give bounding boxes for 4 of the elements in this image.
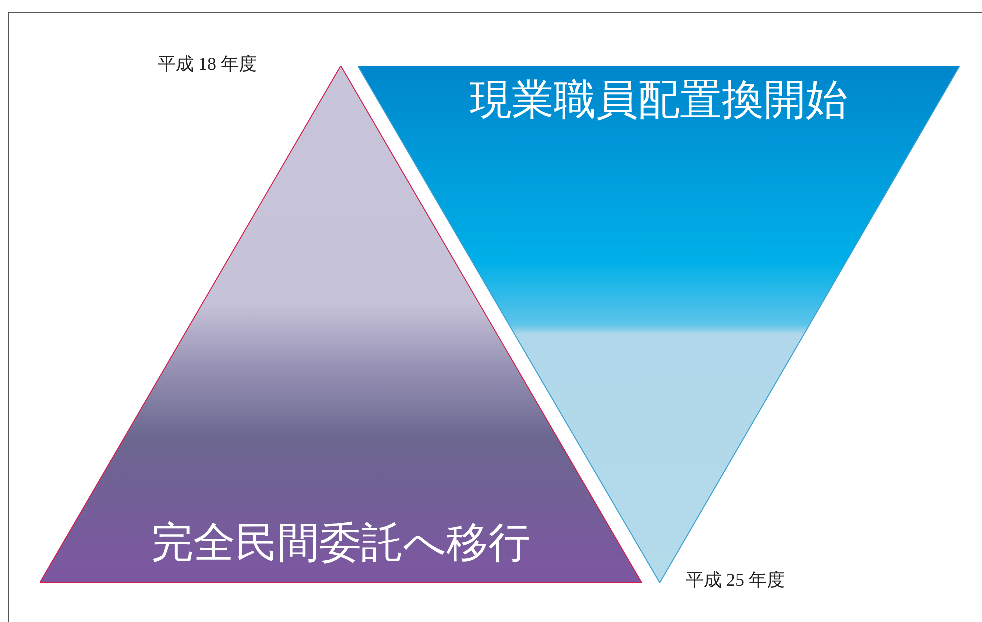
heading-text: 現業職員配置換開始: [470, 78, 848, 124]
year-label: 平成 25 年度: [686, 569, 785, 592]
year-label: 平成 18 年度: [158, 53, 257, 76]
heading-text: 完全民間委託へ移行: [152, 521, 530, 568]
